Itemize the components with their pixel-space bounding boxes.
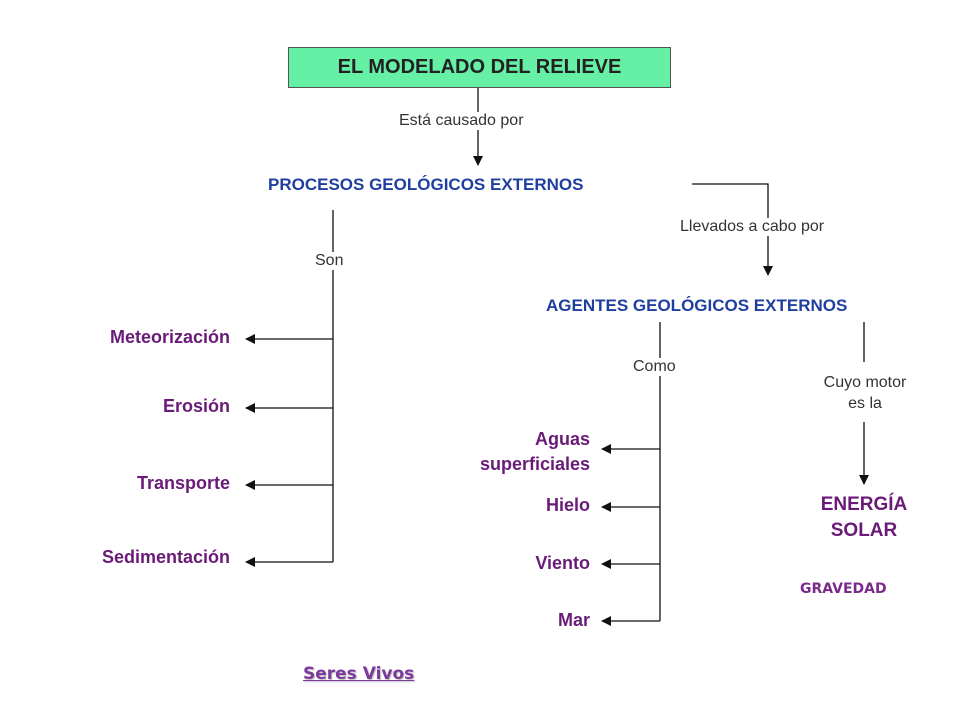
root-node: EL MODELADO DEL RELIEVE <box>288 47 671 88</box>
link-label-como: Como <box>631 358 678 376</box>
energia-line2: SOLAR <box>830 520 898 541</box>
link-label-son: Son <box>313 252 346 270</box>
agente-aguas-superficiales: Aguas superficiales <box>420 427 590 477</box>
link-label-causado: Está causado por <box>397 112 526 130</box>
proceso-sedimentacion: Sedimentación <box>101 547 230 567</box>
energia-solar-node: ENERGÍA SOLAR <box>800 492 928 544</box>
proceso-transporte: Transporte <box>136 473 230 493</box>
link-label-llevados: Llevados a cabo por <box>678 218 827 236</box>
agente-viento: Viento <box>535 553 590 573</box>
agente-hielo: Hielo <box>545 495 590 515</box>
proceso-erosion: Erosión <box>162 396 230 416</box>
proceso-meteorizacion: Meteorización <box>109 327 230 347</box>
agente-mar: Mar <box>557 610 590 630</box>
link-label-cuyo-line1: Cuyo motor <box>823 374 907 391</box>
link-label-cuyo-motor: Cuyo motor es la <box>806 372 924 414</box>
agentes-node: AGENTES GEOLÓGICOS EXTERNOS <box>546 296 848 315</box>
agente-aguas-line1: Aguas <box>534 429 590 449</box>
gravedad-label: GRAVEDAD <box>800 581 887 597</box>
seres-vivos-link[interactable]: Seres Vivos <box>303 664 415 684</box>
energia-line1: ENERGÍA <box>820 494 908 515</box>
agente-aguas-line2: superficiales <box>479 454 590 474</box>
link-label-cuyo-line2: es la <box>848 395 882 412</box>
procesos-node: PROCESOS GEOLÓGICOS EXTERNOS <box>268 175 584 194</box>
